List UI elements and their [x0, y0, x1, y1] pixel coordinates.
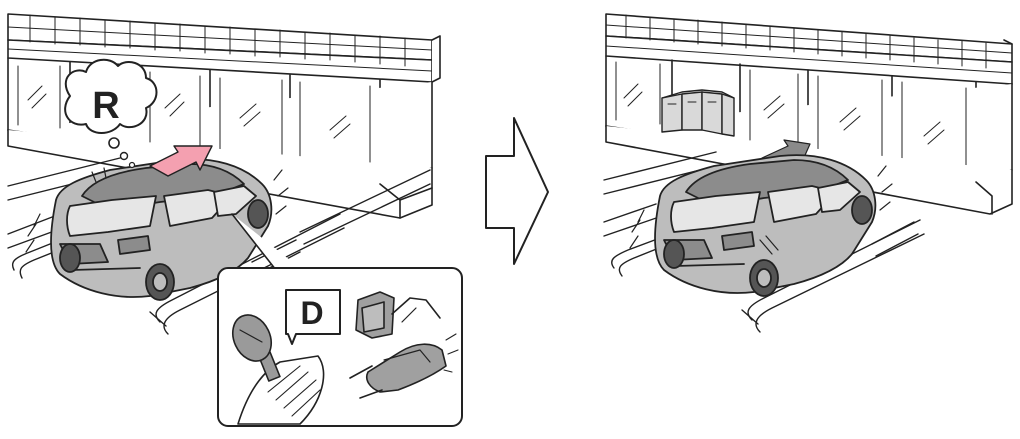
- reverse-direction-arrow: [149, 145, 213, 177]
- brake-pedal-foot-icon: [349, 291, 459, 399]
- right-car: [629, 154, 893, 297]
- reverse-gear-label: R: [92, 85, 119, 127]
- left-parking-lines: [7, 157, 431, 335]
- recycling-bins: [661, 89, 735, 137]
- left-panel: R D: [7, 13, 463, 427]
- right-panel: [603, 13, 1013, 333]
- shift-lever-icon: [231, 314, 325, 425]
- right-parking-lines: [603, 151, 925, 333]
- reverse-thought-bubble: R: [64, 58, 158, 169]
- drive-gear-label: D: [300, 295, 323, 331]
- inset-callout: D: [217, 213, 463, 427]
- transition-arrow: [485, 117, 549, 265]
- drive-gear-callout: D: [285, 289, 341, 345]
